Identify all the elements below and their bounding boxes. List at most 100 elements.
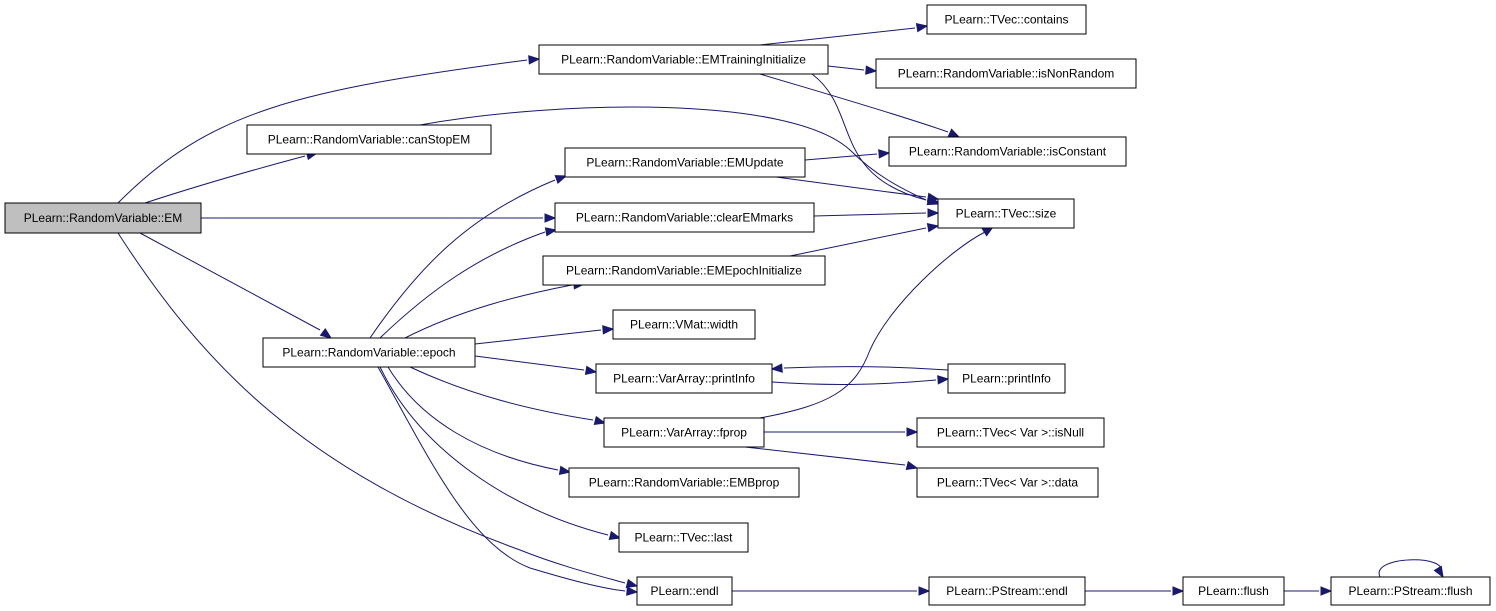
node-label: PLearn::RandomVariable::canStopEM: [268, 133, 471, 147]
edge-epoch-to-last: [379, 366, 622, 541]
node-printinfo[interactable]: PLearn::printInfo: [947, 363, 1066, 394]
edge-em-to-epoch: [139, 232, 333, 339]
node-label: PLearn::endl: [650, 584, 718, 598]
node-box: [595, 363, 773, 394]
node-label: PLearn::RandomVariable::isConstant: [909, 145, 1107, 159]
node-label: PLearn::printInfo: [962, 372, 1051, 386]
node-canstop[interactable]: PLearn::RandomVariable::canStopEM: [246, 124, 492, 155]
node-label: PLearn::TVec::size: [956, 207, 1057, 221]
node-box: [554, 202, 815, 233]
edge-epoch-to-emepoch: [404, 280, 586, 339]
node-box: [926, 4, 1087, 35]
node-isconstant[interactable]: PLearn::RandomVariable::isConstant: [888, 136, 1127, 167]
edge-epoch-to-fprop: [409, 366, 607, 426]
edge-line: [474, 355, 585, 371]
node-label: PLearn::TVec::contains: [944, 13, 1068, 27]
node-box: [937, 198, 1075, 229]
arrow-head-icon: [926, 223, 940, 233]
node-contains[interactable]: PLearn::TVec::contains: [926, 4, 1087, 35]
node-label: PLearn::flush: [1198, 584, 1269, 598]
node-box: [542, 255, 826, 286]
edge-line: [744, 446, 906, 466]
edge-emepoch-to-size: [789, 223, 940, 257]
edge-line: [759, 231, 986, 419]
node-psendl[interactable]: PLearn::PStream::endl: [928, 576, 1086, 606]
arrow-head-icon: [558, 465, 572, 475]
node-clearem[interactable]: PLearn::RandomVariable::clearEMmarks: [554, 202, 815, 233]
arrow-head-icon: [625, 578, 639, 589]
node-emepoch[interactable]: PLearn::RandomVariable::EMEpochInitializ…: [542, 255, 826, 286]
edge-fprop-to-data: [744, 446, 919, 471]
node-label: PLearn::PStream::flush: [1348, 584, 1472, 598]
edge-epoch-to-vaprint: [474, 355, 598, 375]
node-isnonrandom[interactable]: PLearn::RandomVariable::isNonRandom: [875, 58, 1137, 89]
edge-line: [144, 155, 306, 204]
edge-line: [474, 329, 602, 345]
edge-clearem-to-size: [813, 208, 940, 218]
arrow-head-icon: [926, 192, 940, 202]
arrow-head-icon: [593, 415, 607, 426]
edge-epoch-to-width: [474, 325, 615, 345]
edge-endl-to-psendl: [732, 586, 931, 596]
edge-line: [759, 27, 916, 46]
node-label: PLearn::VarArray::printInfo: [613, 372, 755, 386]
node-label: PLearn::TVec::last: [634, 531, 733, 545]
node-fprop[interactable]: PLearn::VarArray::fprop: [603, 417, 765, 448]
edge-epoch-to-endl: [377, 366, 639, 596]
edge-line: [775, 176, 927, 198]
node-box: [246, 124, 492, 155]
node-label: PLearn::VMat::width: [630, 318, 738, 332]
arrow-head-icon: [906, 427, 919, 437]
node-epoch[interactable]: PLearn::RandomVariable::epoch: [262, 337, 476, 368]
edge-line: [1378, 559, 1442, 578]
node-box: [916, 417, 1105, 448]
node-box: [1182, 576, 1285, 606]
node-flush[interactable]: PLearn::flush: [1182, 576, 1285, 606]
node-data[interactable]: PLearn::TVec< Var >::data: [916, 467, 1099, 498]
arrow-head-icon: [528, 55, 541, 65]
node-size[interactable]: PLearn::TVec::size: [937, 198, 1075, 229]
edge-line: [783, 366, 949, 371]
edge-line: [379, 366, 609, 536]
node-box: [612, 309, 756, 340]
edge-vaprint-to-printinfo: [771, 375, 950, 385]
node-box: [916, 467, 1099, 498]
node-isnull[interactable]: PLearn::TVec< Var >::isNull: [916, 417, 1105, 448]
arrow-head-icon: [878, 149, 891, 159]
node-vaprint[interactable]: PLearn::VarArray::printInfo: [595, 363, 773, 394]
arrow-head-icon: [544, 227, 558, 237]
arrow-head-icon: [584, 365, 598, 375]
arrow-head-icon: [915, 23, 929, 33]
edge-psflush-to-psflush: [1378, 559, 1444, 579]
node-label: PLearn::RandomVariable::clearEMmarks: [576, 211, 793, 225]
node-psflush[interactable]: PLearn::PStream::flush: [1330, 576, 1491, 606]
node-label: PLearn::RandomVariable::isNonRandom: [898, 67, 1115, 81]
node-box: [4, 202, 202, 234]
arrow-head-icon: [608, 530, 622, 541]
node-label: PLearn::RandomVariable::epoch: [282, 346, 455, 360]
edge-line: [804, 153, 878, 161]
node-box: [928, 576, 1086, 606]
node-label: PLearn::VarArray::fprop: [621, 426, 747, 440]
arrow-head-icon: [937, 375, 950, 385]
edge-line: [811, 73, 927, 201]
edge-emtrain-to-isnonrandom: [827, 65, 878, 75]
edge-fprop-to-isnull: [764, 427, 919, 437]
node-embprop[interactable]: PLearn::RandomVariable::EMBprop: [568, 467, 800, 498]
arrow-head-icon: [1433, 565, 1444, 579]
node-last[interactable]: PLearn::TVec::last: [618, 522, 749, 553]
node-em[interactable]: PLearn::RandomVariable::EM: [4, 202, 202, 234]
arrow-head-icon: [626, 586, 639, 596]
node-emtrain[interactable]: PLearn::RandomVariable::EMTrainingInitia…: [538, 44, 829, 75]
node-emupdate[interactable]: PLearn::RandomVariable::EMUpdate: [564, 147, 806, 178]
edge-line: [139, 232, 321, 331]
node-label: PLearn::RandomVariable::EMTrainingInitia…: [561, 53, 806, 67]
node-endl[interactable]: PLearn::endl: [636, 576, 733, 606]
arrow-head-icon: [544, 213, 557, 223]
node-label: PLearn::TVec< Var >::isNull: [937, 426, 1084, 440]
node-width[interactable]: PLearn::VMat::width: [612, 309, 756, 340]
node-box: [564, 147, 806, 178]
edge-em-to-emtrain: [117, 55, 541, 204]
edges-layer: [117, 23, 1444, 596]
